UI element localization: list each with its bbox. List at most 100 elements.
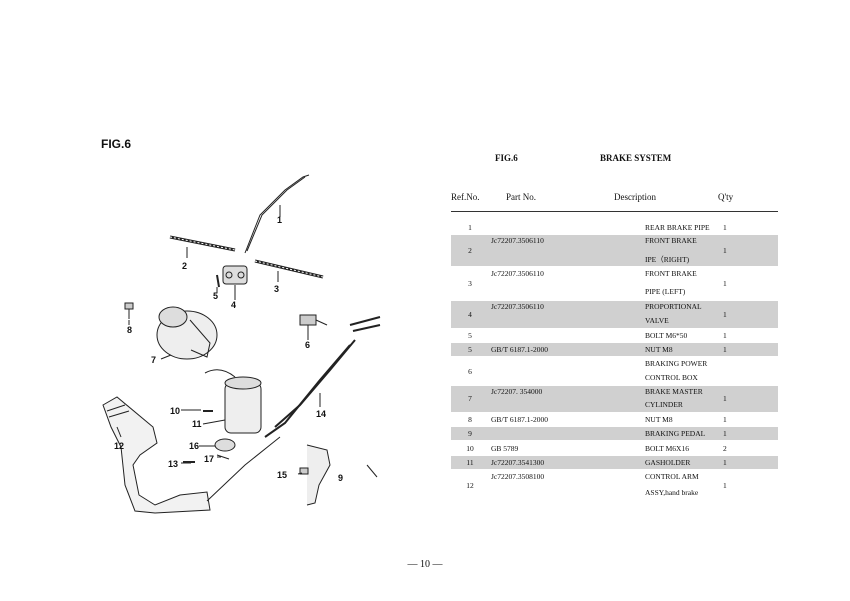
callout-16: 16 <box>189 441 199 451</box>
table-row: 10 GB 5789 BOLT M6X16 2 <box>451 442 778 455</box>
description-cell: IPE（RIGHT) <box>645 255 690 264</box>
description-cell: CONTROL BOX <box>645 373 698 382</box>
brake-system-diagram: 1 2 3 4 5 6 7 8 9 10 11 12 13 14 15 16 1… <box>102 174 381 514</box>
qty-cell: 1 <box>723 223 727 232</box>
description-cell: BRAKING PEDAL <box>645 429 706 438</box>
part-no-cell: Jc72207.3541300 <box>491 458 545 467</box>
description-cell: CYLINDER <box>645 400 683 409</box>
callout-4: 4 <box>231 300 236 310</box>
table-row: 1 REAR BRAKE PIPE 1 <box>451 222 778 234</box>
ref-cell: 4 <box>468 310 472 319</box>
qty-cell: 1 <box>723 458 727 467</box>
qty-cell: 1 <box>723 429 727 438</box>
table-row: 7 Jc72207. 354000 BRAKE MASTER CYLINDER 1 <box>451 386 778 412</box>
part-no-cell: Jc72207. 354000 <box>491 387 543 396</box>
ref-cell: 3 <box>468 279 472 288</box>
part-no-cell: GB 5789 <box>491 444 519 453</box>
description-cell: PROPORTIONAL <box>645 302 702 311</box>
description-cell: BOLT M6X16 <box>645 444 689 453</box>
ref-cell: 9 <box>468 429 472 438</box>
table-row: 8 GB/T 6187.1-2000 NUT M8 1 <box>451 413 778 426</box>
braking-pedal-drawing <box>306 444 331 506</box>
callout-2: 2 <box>182 261 187 271</box>
description-cell: PIPE (LEFT) <box>645 287 686 296</box>
callout-17: 17 <box>204 454 214 464</box>
ref-cell: 5 <box>468 345 472 354</box>
part-no-cell: GB/T 6187.1-2000 <box>491 345 548 354</box>
ref-cell: 6 <box>468 367 472 376</box>
callout-13: 13 <box>168 459 178 469</box>
callout-11: 11 <box>192 419 202 429</box>
table-row: 4 Jc72207.3506110 PROPORTIONAL VALVE 1 <box>451 301 778 328</box>
proportional-valve-drawing <box>222 265 248 285</box>
ref-cell: 2 <box>468 246 472 255</box>
header-description: Description <box>614 192 656 202</box>
table-title: BRAKE SYSTEM <box>600 153 672 163</box>
nut-drawing <box>124 302 134 310</box>
ref-cell: 1 <box>468 223 472 232</box>
description-cell: FRONT BRAKE <box>645 236 697 245</box>
header-part-no: Part No. <box>506 192 536 202</box>
hand-brake-lever-drawing <box>102 396 211 514</box>
front-brake-pipe-left-drawing <box>254 259 324 279</box>
page-number: — 10 — <box>407 559 443 570</box>
qty-cell: 1 <box>723 481 727 490</box>
table-row: 11 Jc72207.3541300 GASHOLDER 1 <box>451 456 778 469</box>
table-row: 2 Jc72207.3506110 FRONT BRAKE IPE（RIGHT) 1 <box>451 235 778 266</box>
ref-cell: 5 <box>468 331 472 340</box>
gasholder-drawing <box>224 382 262 434</box>
part-no-cell: Jc72207.3508100 <box>491 472 545 481</box>
callout-12: 12 <box>114 441 124 451</box>
table-row: 5 BOLT M6*50 1 <box>451 330 778 342</box>
description-cell: GASHOLDER <box>645 458 691 467</box>
ref-cell: 7 <box>468 394 472 403</box>
callout-7: 7 <box>151 355 156 365</box>
braking-power-control-box-drawing <box>299 314 317 326</box>
callout-1: 1 <box>277 215 282 225</box>
part-no-cell: Jc72207.3506110 <box>491 269 544 278</box>
callout-8: 8 <box>127 325 132 335</box>
callout-3: 3 <box>274 284 279 294</box>
callout-15: 15 <box>277 470 287 480</box>
qty-cell: 1 <box>723 279 727 288</box>
ref-cell: 10 <box>466 444 474 453</box>
header-ref-no: Ref.No. <box>451 192 480 202</box>
table-row: 9 BRAKING PEDAL 1 <box>451 427 778 440</box>
description-cell: NUT M8 <box>645 415 673 424</box>
rear-brake-pipe-drawing <box>244 174 310 254</box>
table-row: 12 Jc72207.3508100 CONTROL ARM ASSY,hand br… <box>451 471 778 500</box>
qty-cell: 1 <box>723 394 727 403</box>
description-cell: BRAKE MASTER <box>645 387 703 396</box>
callout-5: 5 <box>213 291 218 301</box>
part-no-cell: Jc72207.3506110 <box>491 302 544 311</box>
qty-cell: 1 <box>723 415 727 424</box>
callout-6: 6 <box>305 340 310 350</box>
ref-cell: 11 <box>466 458 474 467</box>
description-cell: BRAKING POWER <box>645 359 708 368</box>
table-figure-label: FIG.6 <box>495 153 518 163</box>
qty-cell: 1 <box>723 331 727 340</box>
part-no-cell: Jc72207.3506110 <box>491 236 544 245</box>
qty-cell: 1 <box>723 345 727 354</box>
description-cell: CONTROL ARM <box>645 472 699 481</box>
ref-cell: 8 <box>468 415 472 424</box>
callout-10: 10 <box>170 406 180 416</box>
header-divider <box>451 211 778 212</box>
header-qty: Q'ty <box>718 192 734 202</box>
callout-9: 9 <box>338 473 343 483</box>
part-no-cell: GB/T 6187.1-2000 <box>491 415 548 424</box>
figure-label: FIG.6 <box>101 137 132 151</box>
table-row: 5 GB/T 6187.1-2000 NUT M8 1 <box>451 343 778 356</box>
qty-cell: 2 <box>723 444 727 453</box>
description-cell: ASSY,hand brake <box>645 488 699 497</box>
description-cell: FRONT BRAKE <box>645 269 697 278</box>
qty-cell: 1 <box>723 310 727 319</box>
description-cell: NUT M8 <box>645 345 673 354</box>
description-cell: BOLT M6*50 <box>645 331 688 340</box>
qty-cell: 1 <box>723 246 727 255</box>
table-row: 6 BRAKING POWER CONTROL BOX <box>451 358 778 385</box>
description-cell: VALVE <box>645 316 669 325</box>
description-cell: REAR BRAKE PIPE <box>645 223 710 232</box>
table-row: 3 Jc72207.3506110 FRONT BRAKE PIPE (LEFT) 1 <box>451 268 778 299</box>
ref-cell: 12 <box>466 481 474 490</box>
